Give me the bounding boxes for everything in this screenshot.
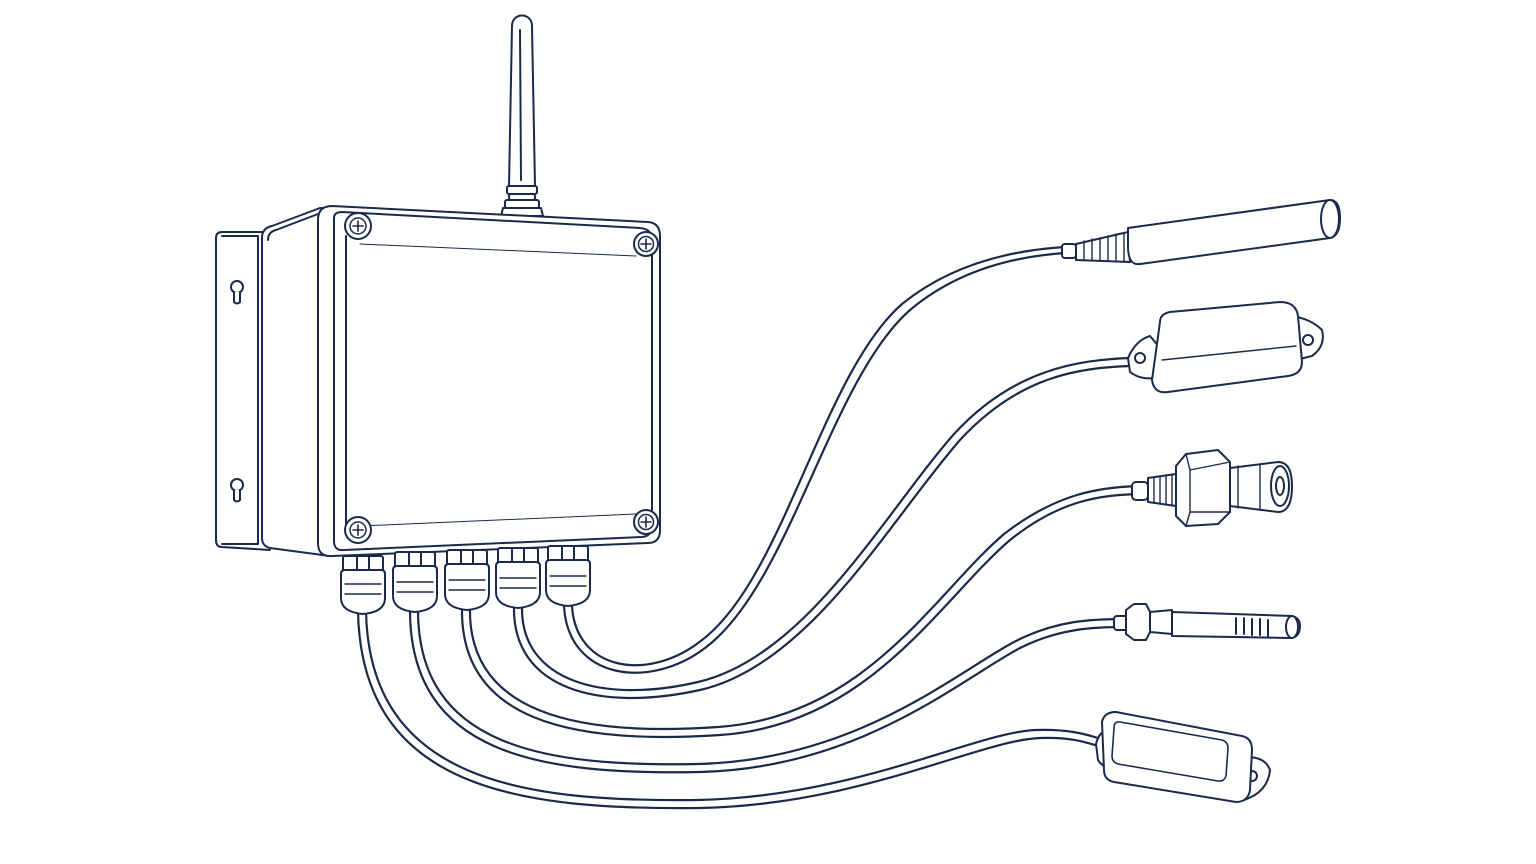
- cable-4: [408, 608, 1127, 774]
- keyhole-top: [230, 280, 244, 305]
- junction-box-icon: [261, 205, 661, 558]
- cable-2: [512, 356, 1132, 700]
- cable-gland-icon: [392, 551, 438, 613]
- cable-gland-icon: [444, 549, 490, 611]
- screw-bottom-left: [344, 516, 372, 544]
- screw-bottom-right: [633, 509, 659, 535]
- cable-gland-icon: [495, 547, 541, 609]
- mounting-bracket: [215, 231, 271, 551]
- cable-3: [460, 484, 1142, 739]
- cable-1: [562, 245, 1067, 674]
- sensor-rounded-housing: [1127, 301, 1324, 394]
- cable-glands: [340, 545, 591, 615]
- cable-5: [356, 610, 1100, 810]
- screw-top-left: [344, 212, 372, 240]
- sensor-flat-box: [1095, 711, 1271, 803]
- sensor-cylindrical-probe: [1061, 199, 1341, 266]
- cables: [356, 245, 1142, 810]
- antenna-icon: [500, 14, 544, 217]
- sensor-slim-vented-probe: [1113, 603, 1301, 641]
- keyhole-bottom: [230, 478, 244, 503]
- cable-gland-icon: [340, 555, 386, 615]
- screw-top-right: [633, 231, 659, 257]
- sensor-threaded-pressure: [1131, 449, 1293, 527]
- cable-gland-icon: [545, 545, 591, 607]
